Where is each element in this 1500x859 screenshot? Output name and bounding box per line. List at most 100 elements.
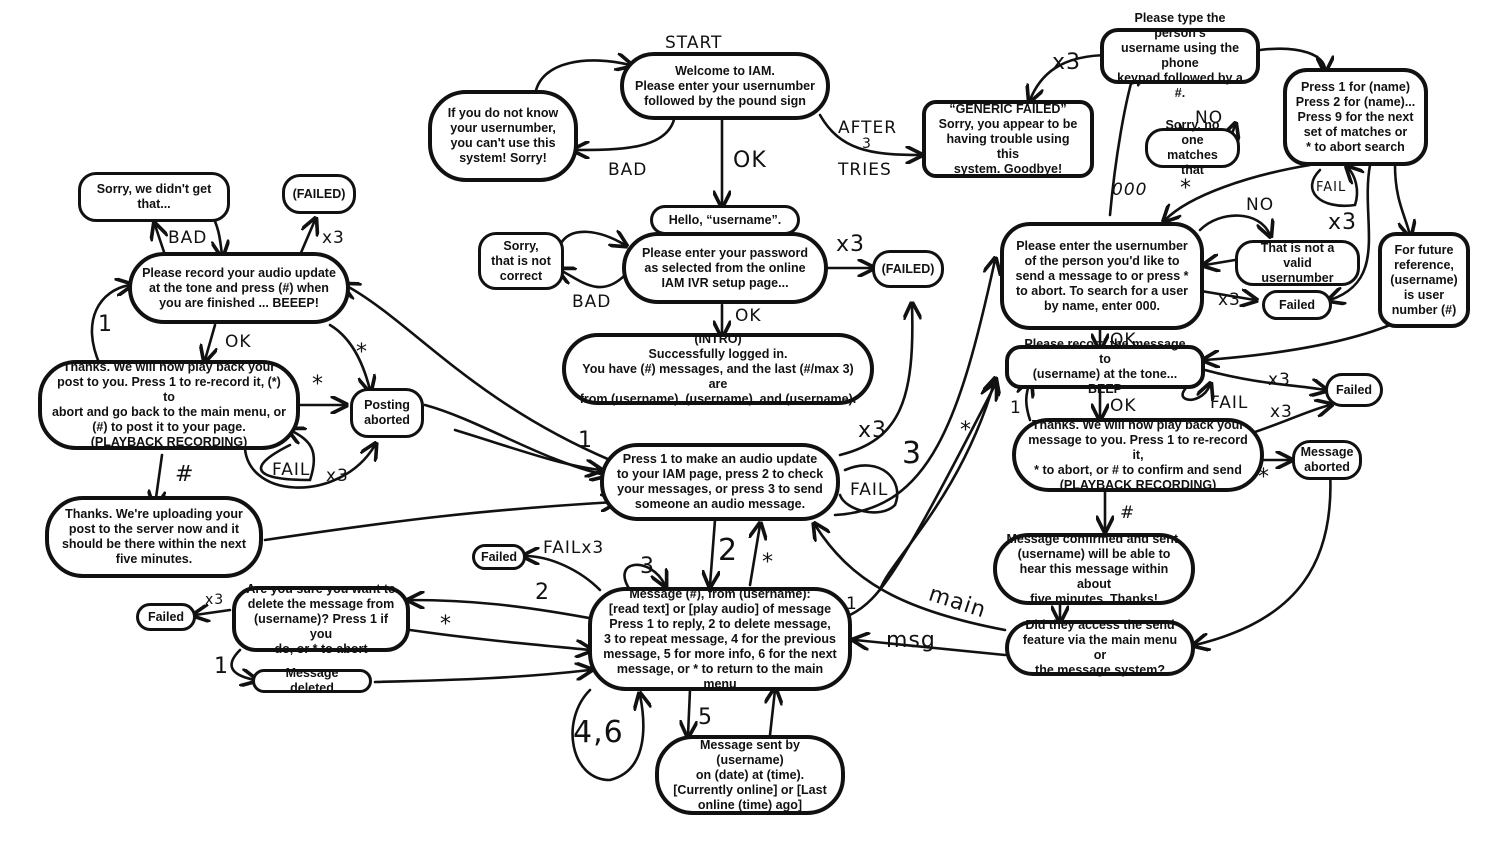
- label-x3-generic: x3: [1052, 50, 1082, 75]
- edge-playback-fail: [259, 430, 316, 482]
- label-star-return: *: [762, 550, 774, 575]
- label-two-delete: 2: [535, 580, 550, 605]
- label-ok-pw: OK: [735, 306, 762, 326]
- edge-welcome-after3: [818, 113, 920, 155]
- edge-playback-x3: [243, 440, 375, 489]
- edge-msgview-5: [688, 688, 690, 735]
- edge-msgview-failx3: [525, 556, 602, 592]
- edge-main-star-recipient: [878, 380, 995, 592]
- node-record-update: Please record your audio update at the t…: [128, 252, 350, 324]
- edge-main-x3-failed: [838, 305, 912, 457]
- label-star-search: *: [1180, 176, 1192, 201]
- edge-uploading-to-main: [263, 502, 615, 542]
- edge-notcorrect-to-pw: [558, 232, 625, 245]
- label-bad-user: BAD: [608, 160, 648, 180]
- label-one-record: 1: [98, 312, 113, 337]
- edge-typeuser-to-generic: [1030, 53, 1112, 100]
- edge-msgview-delete: [410, 600, 602, 622]
- edge-recipient-no: [1198, 214, 1270, 235]
- label-star-delete: *: [440, 612, 452, 637]
- label-x3-delete: x3: [205, 592, 225, 608]
- node-message-deleted: Message deleted: [252, 666, 372, 695]
- edge-info-to-msgview: [770, 690, 775, 737]
- edge-main-2: [710, 518, 715, 585]
- node-future-reference: For future reference, (username) is user…: [1378, 232, 1470, 328]
- label-x3-playback-msg: x3: [1270, 402, 1293, 422]
- label-ok-user: OK: [733, 148, 767, 173]
- edge-playmsg-x3: [1253, 405, 1330, 434]
- node-playback-post: Thanks. We will now play back your post …: [38, 360, 300, 450]
- edge-record-x3: [298, 220, 315, 257]
- edge-recmsg-x3: [1203, 368, 1325, 390]
- label-fail-record-msg: FAIL: [1210, 393, 1249, 413]
- node-delete-confirm: Are you sure you want to delete the mess…: [232, 582, 410, 656]
- label-hash-playback-msg: #: [1120, 503, 1136, 523]
- node-didnt-get: Sorry, we didn't get that...: [78, 172, 230, 222]
- edge-main-1-to-main: [453, 428, 600, 470]
- label-star-playback: *: [312, 372, 324, 397]
- label-after: AFTER: [838, 118, 898, 138]
- label-one-record-msg: 1: [1010, 398, 1022, 418]
- label-fail-search: FAIL: [1316, 180, 1347, 195]
- edge-record-star: [328, 323, 370, 390]
- node-name-matches: Press 1 for (name) Press 2 for (name)...…: [1283, 68, 1428, 166]
- label-star-playback-msg: *: [1258, 465, 1270, 490]
- label-x3-main: x3: [858, 418, 888, 443]
- edge-msgview-46: [571, 688, 644, 782]
- edge-matches-future: [1393, 163, 1410, 235]
- node-failed-recipient: Failed: [1262, 290, 1332, 320]
- label-x3-pw: x3: [836, 232, 866, 257]
- edge-welcome-bad: [575, 113, 677, 150]
- label-ok-recipient: OK: [1110, 330, 1137, 350]
- label-x3-record: x3: [322, 228, 345, 248]
- edge-matches-x3-failed: [1330, 163, 1372, 300]
- label-x3-search: x3: [1328, 210, 1358, 235]
- label-fail-x3-inbox: FAILx3: [543, 538, 605, 558]
- node-enter-password: Please enter your password as selected f…: [622, 232, 828, 304]
- node-message-sent: Message confirmed and sent. (username) w…: [993, 532, 1195, 606]
- node-record-message: Please record the message to (username) …: [1005, 337, 1205, 396]
- edge-pw-bad: [560, 270, 627, 289]
- edge-recipient-x3: [1193, 290, 1255, 300]
- label-ok-record-msg: OK: [1110, 396, 1137, 416]
- node-message-aborted: Message aborted: [1292, 440, 1362, 480]
- label-msg: msg: [886, 628, 936, 653]
- label-bad-record: BAD: [168, 228, 208, 248]
- node-posting-aborted: Posting aborted: [350, 388, 424, 438]
- edge-access-main: [815, 525, 1007, 632]
- node-failed-delete: Failed: [136, 603, 196, 631]
- node-hello: Hello, “username”.: [650, 205, 800, 235]
- label-fail-main: FAIL: [850, 480, 889, 500]
- node-access-route: Did they access the send feature via the…: [1005, 618, 1195, 677]
- edge-delete-star: [408, 628, 590, 650]
- node-not-correct: Sorry, that is not correct: [478, 232, 564, 290]
- edge-access-msg: [855, 640, 1007, 657]
- node-message-view: Message (#), from (username): [read text…: [588, 587, 852, 691]
- label-star-main: *: [960, 418, 972, 443]
- label-tries: TRIES: [838, 160, 892, 180]
- node-failed-password: (FAILED): [872, 250, 944, 288]
- edge-main-3-recipient: [833, 260, 995, 517]
- node-type-username: Please type the person's username using …: [1100, 11, 1260, 100]
- node-not-valid: That is not a valid usernumber: [1235, 240, 1360, 286]
- node-failed-record: (FAILED): [282, 174, 356, 214]
- edge-matches-star: [1165, 163, 1312, 220]
- label-five: 5: [698, 705, 713, 730]
- edge-playback-1: [90, 285, 130, 367]
- node-intro: (INTRO) Successfully logged in. You have…: [562, 332, 874, 406]
- label-x3-recipient: x3: [1218, 290, 1241, 310]
- label-one-delete: 1: [214, 654, 229, 679]
- edge-msgview-star: [750, 525, 760, 587]
- label-one-main: 1: [578, 428, 593, 453]
- node-uploading: Thanks. We're uploading your post to the…: [45, 496, 263, 578]
- label-no-search: NO: [1195, 108, 1224, 128]
- label-two-main: 2: [718, 533, 739, 568]
- edge-main-to-record: [345, 285, 612, 462]
- edge-msg-1-recipient: [848, 385, 995, 617]
- edge-notvalid-to-recipient: [1205, 260, 1237, 265]
- label-no-valid: NO: [1246, 195, 1275, 215]
- label-three-main: 3: [902, 436, 923, 471]
- edge-unknown-to-welcome: [533, 60, 630, 97]
- label-fail-playback: FAIL: [272, 460, 311, 480]
